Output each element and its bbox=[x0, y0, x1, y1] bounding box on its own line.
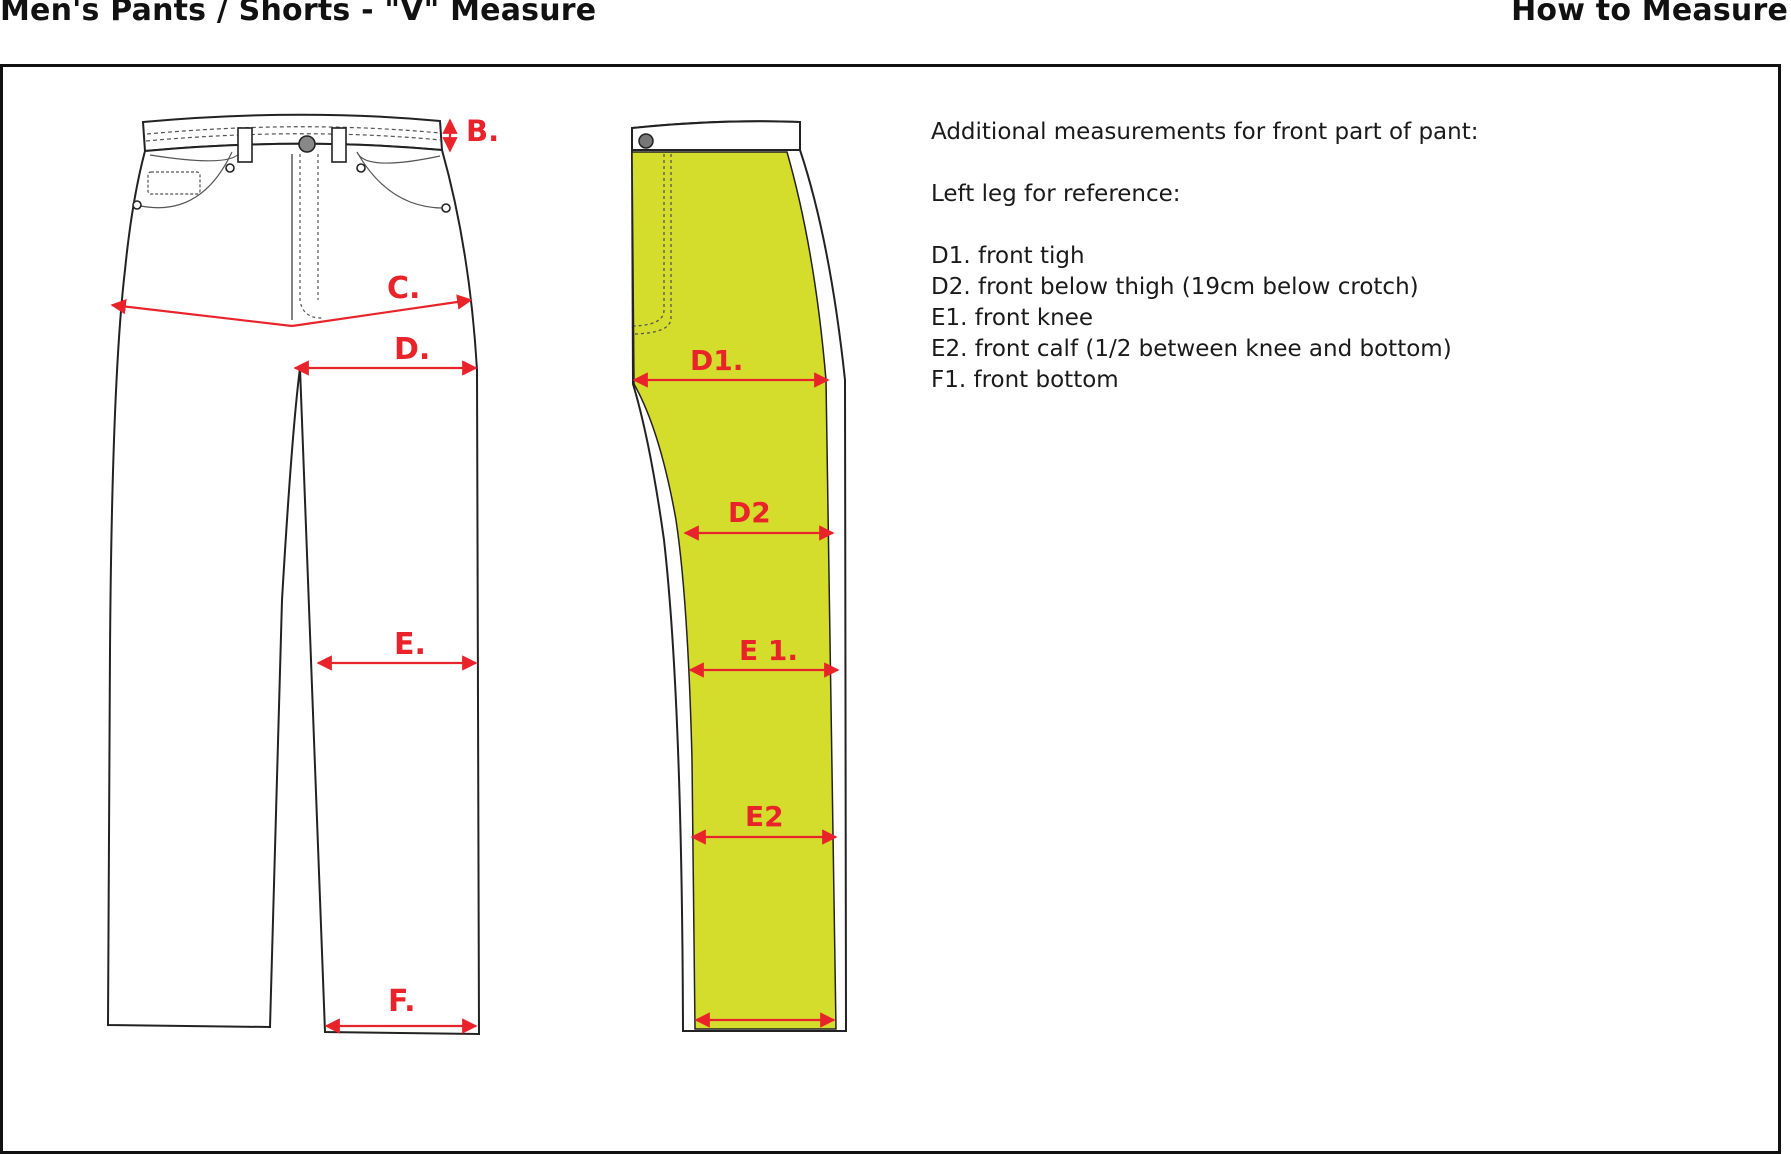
belt-loops bbox=[132, 127, 451, 213]
note-item-d2: D2. front below thigh (19cm below crotch… bbox=[931, 274, 1419, 300]
full-pants-outline bbox=[106, 113, 481, 1036]
label-b: B. bbox=[466, 114, 499, 148]
label-e2: E2 bbox=[745, 800, 784, 833]
section-title: How to Measure bbox=[1511, 0, 1788, 28]
measure-c-arrow-left bbox=[110, 298, 293, 328]
note-item-e2: E2. front calf (1/2 between knee and bot… bbox=[931, 336, 1452, 362]
notes-reference: Left leg for reference: bbox=[931, 181, 1181, 207]
page-title: Men's Pants / Shorts - "V" Measure bbox=[0, 0, 597, 28]
front-panel-highlight bbox=[631, 151, 837, 1030]
measure-c-arrow-right bbox=[291, 294, 473, 328]
side-leg bbox=[631, 120, 848, 1032]
full-pants-measurements bbox=[110, 118, 478, 1034]
note-item-d1: D1. front tigh bbox=[931, 243, 1085, 269]
label-e: E. bbox=[394, 627, 426, 662]
label-f: F. bbox=[388, 984, 415, 1019]
pants-body bbox=[106, 142, 481, 1036]
side-measurements bbox=[632, 372, 840, 1028]
measurement-notes: Additional measurements for front part o… bbox=[931, 117, 1479, 396]
side-button bbox=[638, 133, 654, 149]
label-e1: E 1. bbox=[739, 634, 798, 667]
notes-intro: Additional measurements for front part o… bbox=[931, 119, 1479, 145]
label-d1: D1. bbox=[690, 344, 743, 377]
note-item-f1: F1. front bottom bbox=[931, 367, 1119, 393]
label-c: C. bbox=[387, 271, 420, 306]
label-d2: D2 bbox=[728, 496, 771, 529]
note-item-e1: E1. front knee bbox=[931, 305, 1094, 331]
pants-diagram: B. C. D. E. F. D1. D2 E 1. E2 bbox=[106, 113, 848, 1036]
side-waistband bbox=[631, 120, 801, 151]
label-d: D. bbox=[394, 332, 430, 367]
